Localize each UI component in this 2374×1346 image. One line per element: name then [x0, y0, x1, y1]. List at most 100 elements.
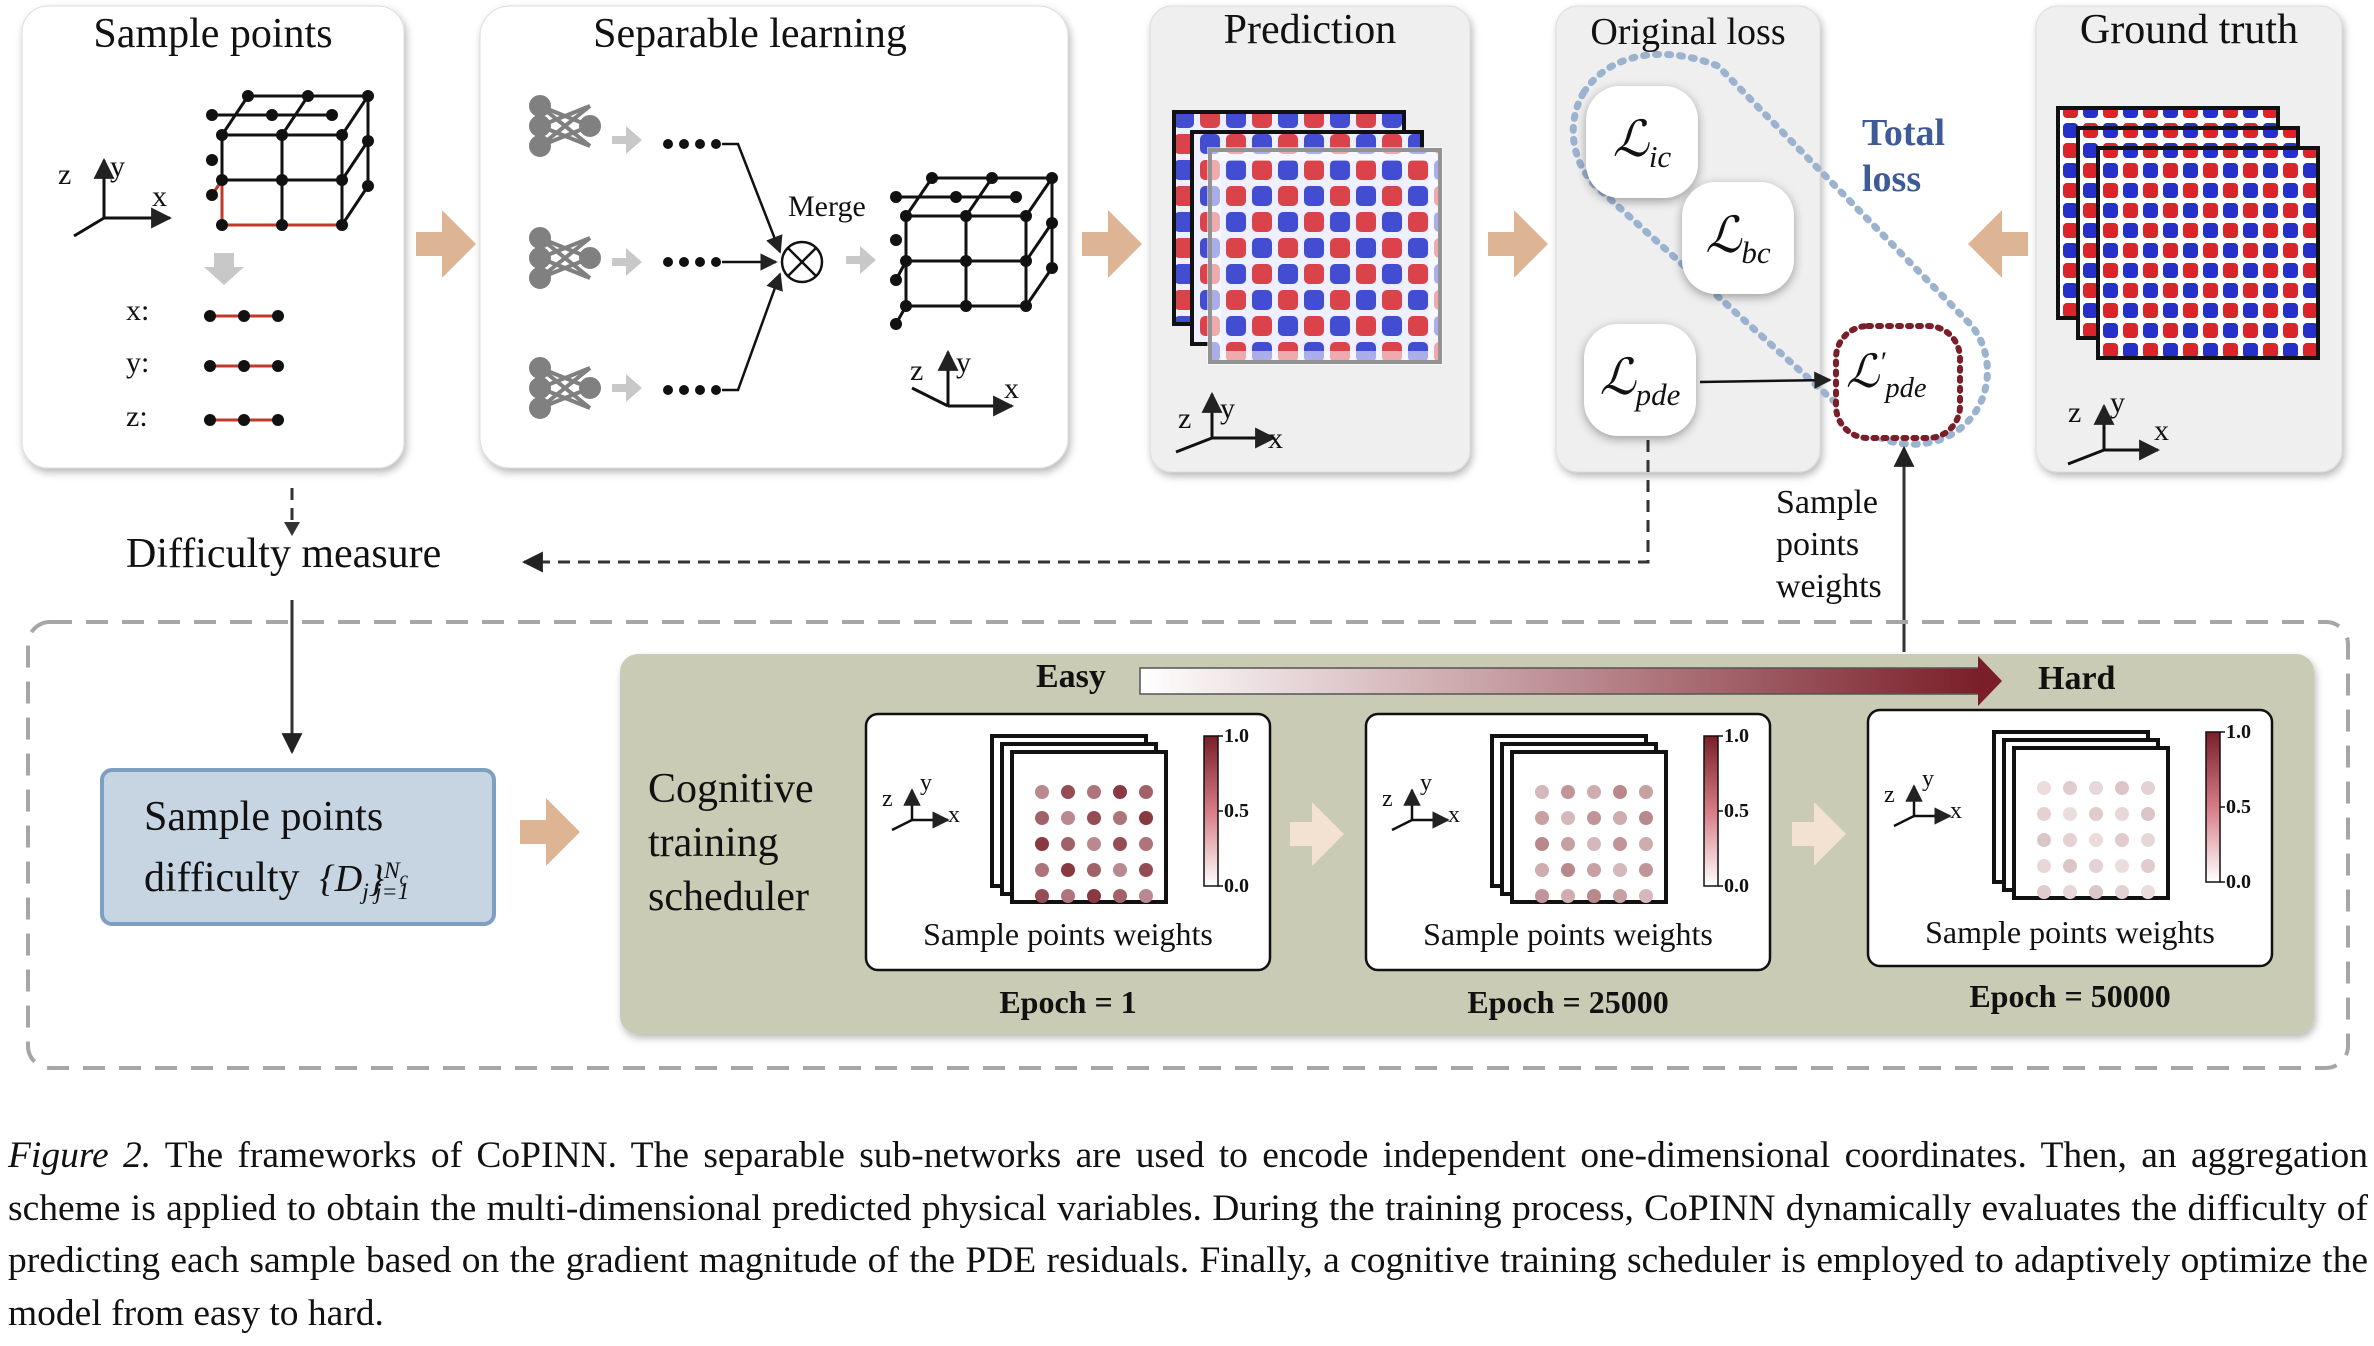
- weight-dot: [1113, 889, 1127, 903]
- weight-dot: [1613, 863, 1627, 877]
- colorbar-tick-label: 0.5: [1224, 800, 1249, 822]
- weight-dot: [2141, 859, 2155, 873]
- weight-dot: [1561, 863, 1575, 877]
- weight-dot: [2115, 807, 2129, 821]
- axis-label-z: z: [882, 786, 893, 812]
- difficulty-symbol-n: N: [383, 858, 400, 884]
- hard-label: Hard: [2038, 660, 2116, 697]
- scheduler-line3: scheduler: [648, 874, 809, 920]
- merge-label: Merge: [788, 190, 866, 223]
- weight-dot: [1035, 785, 1049, 799]
- figure-graphics: [21, 5, 2350, 1070]
- figure-caption-label: Figure 2.: [8, 1135, 152, 1176]
- colorbar: [2205, 731, 2221, 883]
- easy-label: Easy: [1036, 658, 1106, 695]
- l-pde-box: ℒpde: [1584, 324, 1696, 436]
- weight-dot: [2037, 833, 2051, 847]
- weight-dot: [1613, 785, 1627, 799]
- sub-networks: [529, 95, 601, 419]
- weight-dot: [1113, 785, 1127, 799]
- weight-grids: [891, 730, 2225, 904]
- colorbar-tick-label: 0.5: [1724, 800, 1749, 822]
- light-flow-arrow: [1290, 802, 1344, 866]
- axis-label-x: x: [1950, 798, 1962, 824]
- weight-dot: [2037, 859, 2051, 873]
- row-label-x: x:: [126, 294, 150, 327]
- scheduler-label: Cognitive training scheduler: [648, 762, 814, 924]
- total-loss-ring: [1569, 50, 1991, 448]
- axis-label-z: z: [1884, 782, 1895, 808]
- l-bc-box: ℒbc: [1682, 182, 1794, 294]
- down-arrowhead: [284, 522, 300, 536]
- down-arrow-icon: [204, 253, 244, 285]
- separable-learning-title: Separable learning: [593, 11, 907, 57]
- axes-icon: [73, 157, 173, 238]
- axes-icon: [911, 349, 1015, 417]
- colorbar: [1703, 735, 1719, 887]
- axis-label-z: z: [2068, 396, 2082, 429]
- weight-dot: [2089, 885, 2103, 899]
- l-ic-box: ℒic: [1586, 86, 1698, 198]
- weight-dot: [2037, 781, 2051, 795]
- difficulty-symbol-j: j: [362, 879, 369, 906]
- cognitive-frame: [26, 620, 2350, 1070]
- axis-label-y: y: [956, 346, 971, 379]
- weight-dot: [1613, 889, 1627, 903]
- weights-arrow-line2: points: [1776, 526, 1860, 563]
- weight-dot: [2115, 859, 2129, 873]
- epoch-label-3: Epoch = 50000: [1969, 978, 2171, 1014]
- axes-icon: [891, 788, 950, 832]
- sample-points-title: Sample points: [93, 11, 333, 57]
- colorbar-tick-label: 1.0: [2226, 721, 2251, 743]
- l-bc-subscript: bc: [1741, 234, 1771, 270]
- weight-dot: [1535, 863, 1549, 877]
- weight-dot: [1561, 837, 1575, 851]
- weights-sheet: [1510, 750, 1668, 904]
- axis-label-x: x: [1448, 802, 1460, 828]
- axis-label-x: x: [1004, 372, 1019, 405]
- weight-dot: [1639, 837, 1653, 851]
- weight-dot: [2063, 833, 2077, 847]
- merge-lines: [722, 142, 783, 392]
- axis-label-x: x: [2154, 414, 2169, 447]
- weight-dot: [1587, 837, 1601, 851]
- weight-dot: [1587, 811, 1601, 825]
- scheduler-line1: Cognitive: [648, 766, 814, 812]
- difficulty-line2: difficulty {Dj}Ncj=1: [144, 854, 410, 906]
- weight-dot: [2063, 807, 2077, 821]
- weight-dot: [1535, 889, 1549, 903]
- colorbar: [1203, 735, 1219, 887]
- weight-dot: [1087, 837, 1101, 851]
- weight-dot: [1613, 811, 1627, 825]
- weight-dot: [1035, 837, 1049, 851]
- weight-dot: [1113, 863, 1127, 877]
- weight-dot: [1061, 785, 1075, 799]
- weight-dot: [1035, 889, 1049, 903]
- weight-dot: [1561, 785, 1575, 799]
- weight-dot: [1639, 863, 1653, 877]
- figure-caption: Figure 2. The frameworks of CoPINN. The …: [8, 1130, 2368, 1340]
- figure-caption-text: The frameworks of CoPINN. The separable …: [8, 1135, 2368, 1334]
- total-loss-line1: Total: [1862, 112, 1946, 154]
- weight-dot: [1139, 811, 1153, 825]
- axis-label-z: z: [58, 158, 72, 191]
- weight-dot: [1139, 837, 1153, 851]
- difficulty-word: difficulty: [144, 854, 300, 901]
- weight-dot: [2089, 859, 2103, 873]
- weight-dot: [1061, 889, 1075, 903]
- weights-arrow-line1: Sample: [1776, 484, 1878, 521]
- colorbar-tick-label: 1.0: [1724, 725, 1749, 747]
- weights-arrow-line3: weights: [1776, 568, 1882, 605]
- axis-label-y: y: [920, 770, 932, 796]
- weight-dot: [1535, 837, 1549, 851]
- weight-dot: [1087, 785, 1101, 799]
- l-pde-arrow: [1699, 371, 1832, 389]
- colorbar-tick-label: 0.0: [1224, 875, 1249, 897]
- ground-truth-image-stack: [2056, 106, 2320, 360]
- difficulty-box: [100, 768, 496, 926]
- l-pde-prime-label: ℒ′pde: [1846, 346, 1927, 404]
- weight-dot: [2089, 833, 2103, 847]
- weight-dot: [1139, 889, 1153, 903]
- row-label-z: z:: [126, 400, 148, 433]
- light-flow-arrow: [1792, 802, 1846, 866]
